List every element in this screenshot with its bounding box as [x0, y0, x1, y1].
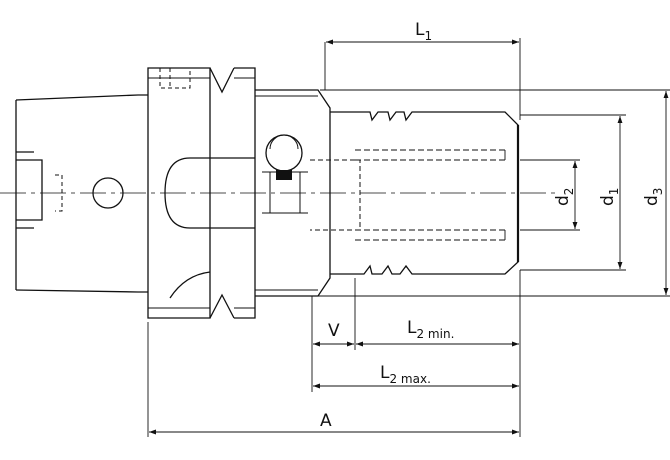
label-d2: d2 — [553, 188, 576, 206]
dim-a — [147, 322, 519, 437]
label-v: V — [328, 321, 340, 341]
label-d1: d1 — [598, 188, 621, 206]
label-l2-max: L2 max. — [380, 363, 431, 386]
dim-d1 — [520, 114, 626, 271]
label-d3: d3 — [642, 188, 665, 206]
label-l2-min: L2 min. — [407, 318, 454, 341]
dim-d2 — [520, 159, 580, 231]
dim-d3 — [318, 89, 670, 297]
holder-body — [15, 67, 520, 319]
label-a: A — [320, 411, 332, 431]
dim-l1 — [324, 38, 521, 120]
label-l1: L1 — [415, 20, 432, 43]
dim-v-l2min — [311, 270, 521, 437]
